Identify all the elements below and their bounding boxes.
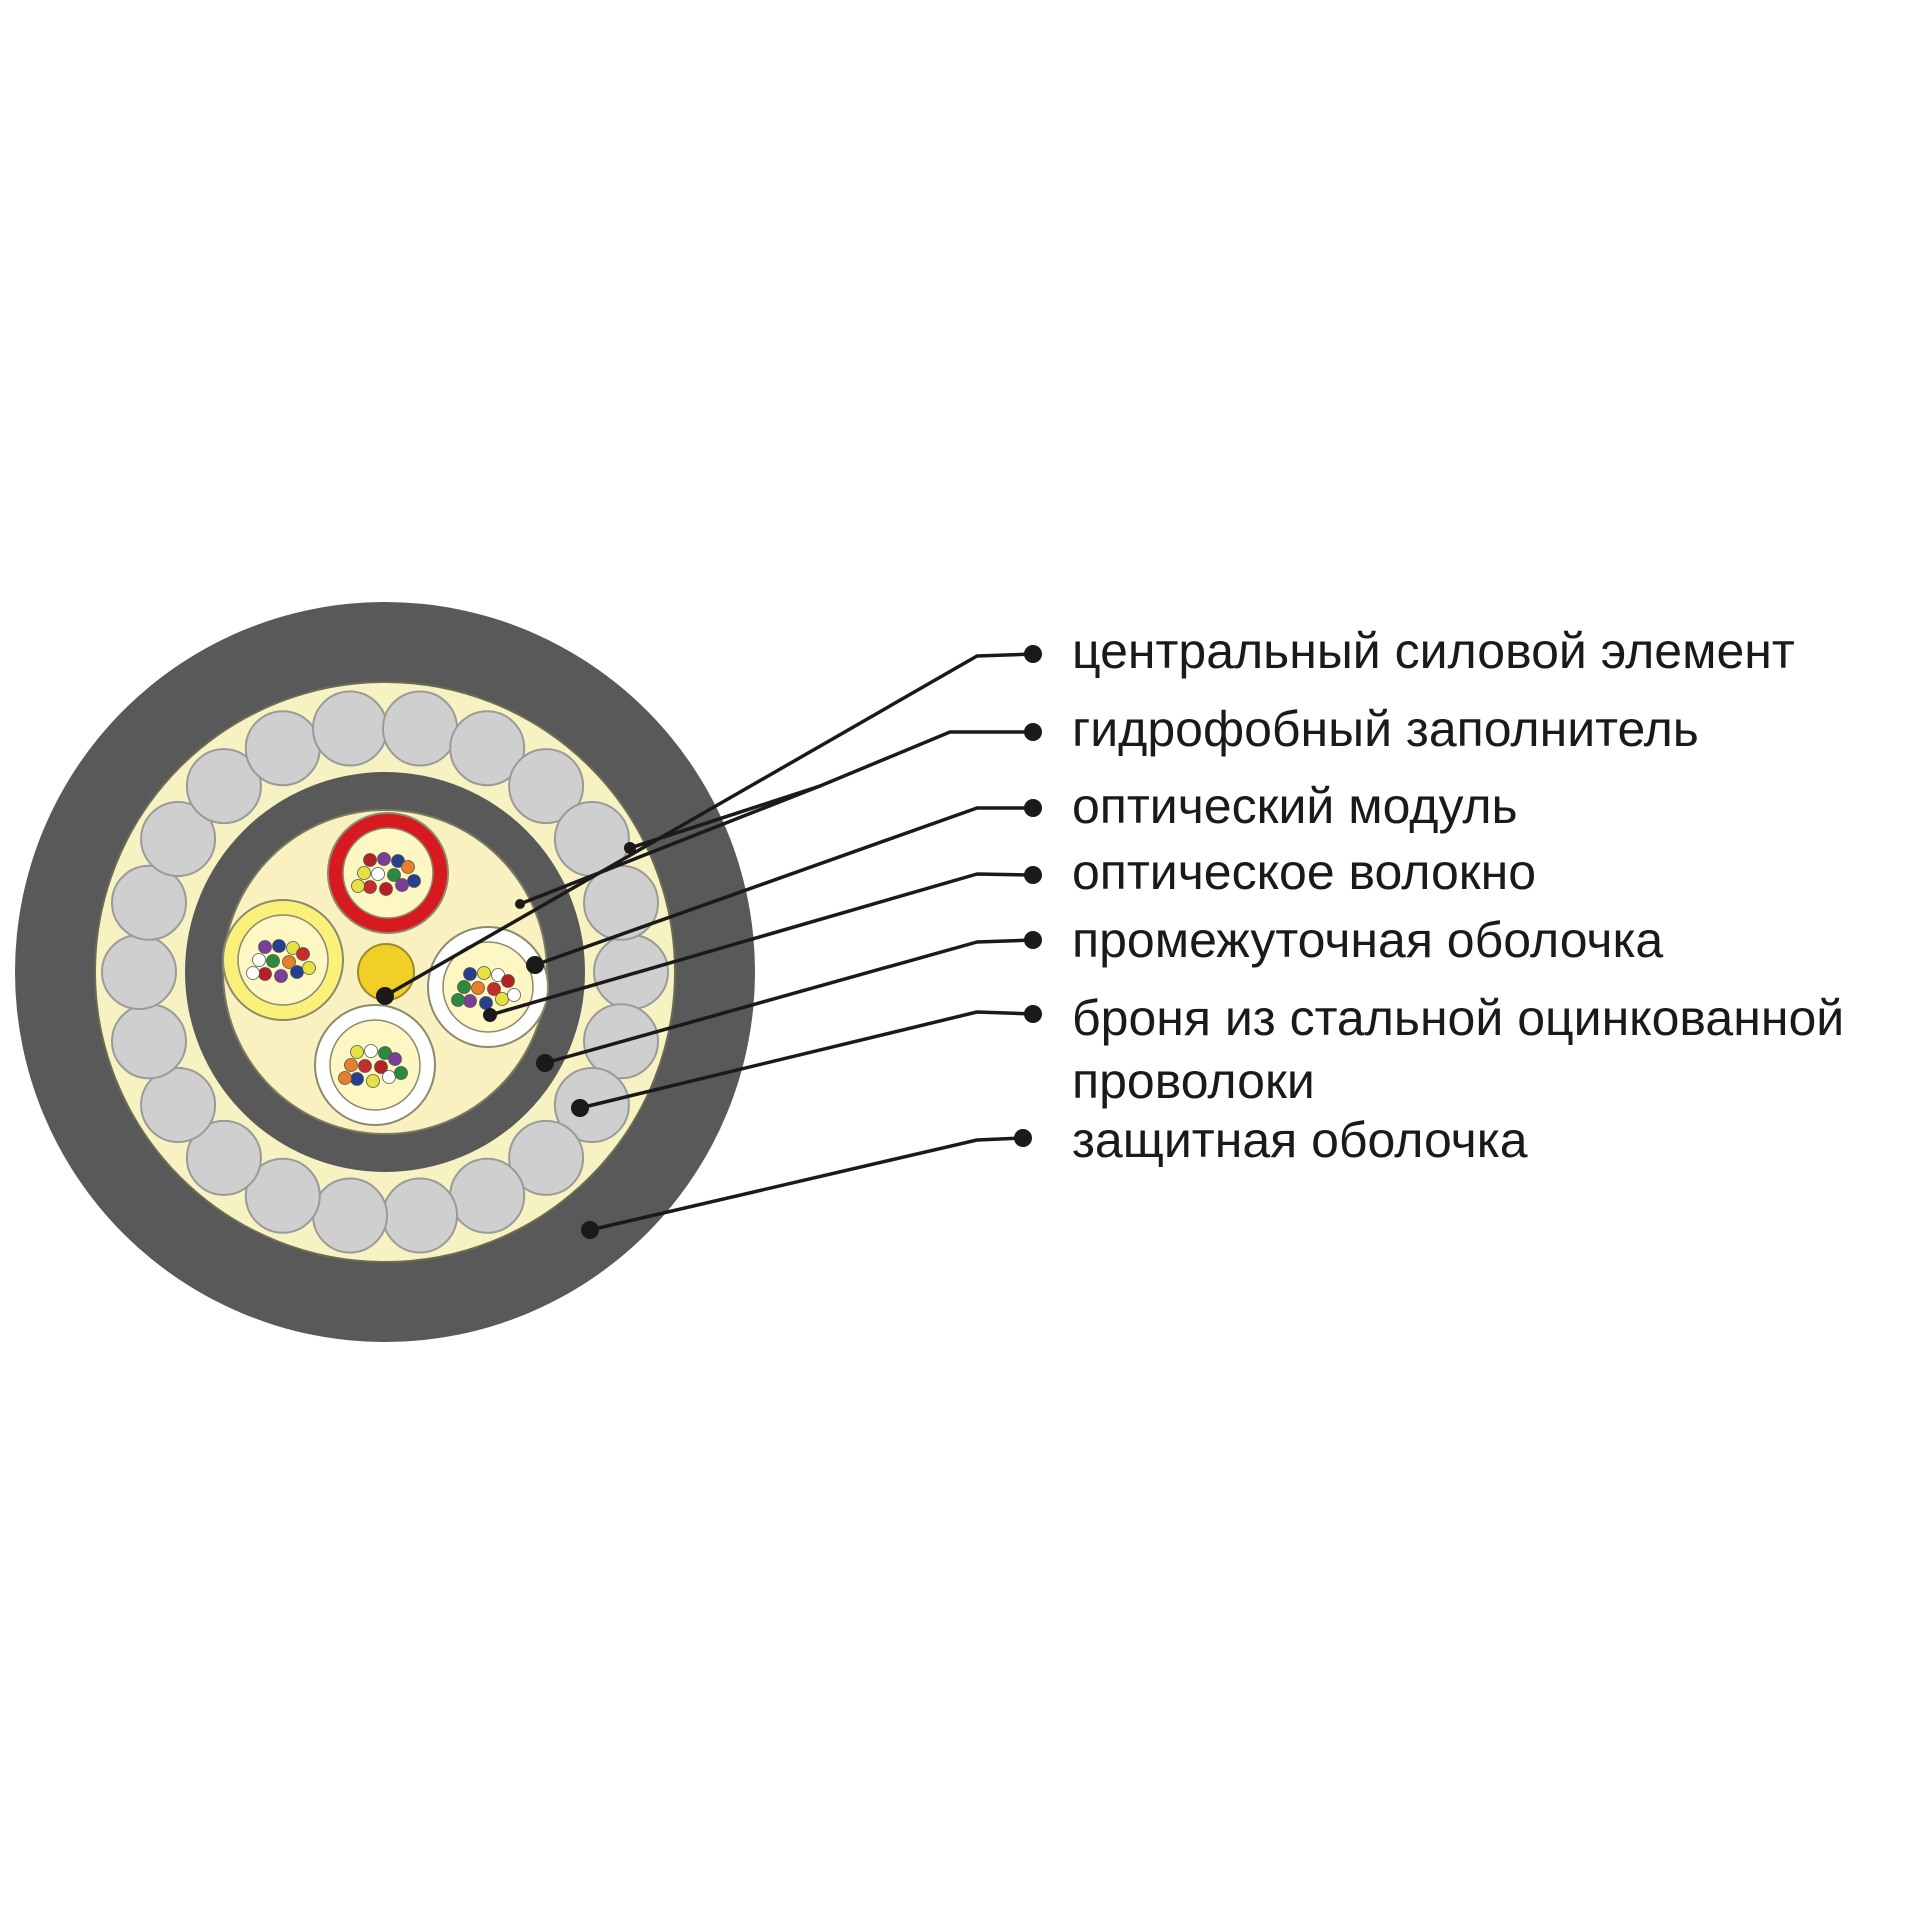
optical-module (427, 926, 549, 1048)
optical-fiber (246, 966, 260, 980)
optical-module (222, 899, 344, 1021)
optical-fiber (290, 965, 304, 979)
optical-fiber (274, 969, 288, 983)
optical-fiber (407, 874, 421, 888)
armor-wire (508, 748, 585, 825)
optical-fiber (471, 981, 485, 995)
optical-fiber (344, 1058, 358, 1072)
leader-line-optical-fiber (488, 872, 1035, 1017)
optical-module (327, 812, 449, 934)
optical-fiber (338, 1071, 352, 1085)
optical-fiber (382, 1070, 396, 1084)
optical-fiber (395, 878, 409, 892)
label-optical-module: оптический модуль (1072, 778, 1518, 834)
optical-fiber (501, 974, 515, 988)
optical-fiber (272, 939, 286, 953)
optical-fiber (350, 1045, 364, 1059)
optical-fiber (302, 961, 316, 975)
optical-fiber (258, 940, 272, 954)
label-protective-sheath: защитная оболочка (1072, 1112, 1528, 1168)
cable-cross-section (15, 602, 755, 1342)
optical-fiber (391, 854, 405, 868)
leader-line-intermediate-sheath (543, 938, 1035, 1065)
optical-fiber (357, 866, 371, 880)
optical-fiber (388, 1052, 402, 1066)
armor-wires (101, 690, 669, 1254)
armor-wire (312, 1177, 388, 1254)
optical-fiber (479, 996, 493, 1010)
optical-fiber (491, 968, 505, 982)
optical-fiber (394, 1066, 408, 1080)
optical-fiber (487, 982, 501, 996)
armor-wire (140, 801, 217, 877)
optical-fiber (252, 953, 266, 967)
optical-fiber (350, 1072, 364, 1086)
leader-line-optical-module (533, 806, 1035, 967)
optical-fiber (366, 1074, 380, 1088)
armor-wire (185, 1119, 262, 1196)
optical-fiber (351, 879, 365, 893)
leader-line-protective-sheath (588, 1136, 1025, 1232)
armor-wire (449, 710, 526, 787)
armor-wire (449, 1157, 526, 1234)
leader-line-steel-wire-armor (578, 1010, 1035, 1110)
armor-wire (244, 710, 321, 787)
leader-line-hydrophobic-filler-a (628, 730, 1035, 850)
labels: центральный силовой элемент гидрофобный … (1072, 623, 1844, 1168)
armor-wire (101, 934, 177, 1010)
optical-fiber (507, 988, 521, 1002)
leader-dots (376, 645, 1042, 1239)
label-intermediate-sheath: промежуточная оболочка (1072, 912, 1663, 968)
optical-fiber (378, 1046, 392, 1060)
label-central-strength-member: центральный силовой элемент (1072, 623, 1795, 679)
optical-fiber (282, 955, 296, 969)
optical-fiber (296, 947, 310, 961)
label-hydrophobic-filler: гидрофобный заполнитель (1072, 701, 1699, 757)
label-steel-wire-armor: броня из стальной оцинкованной (1072, 990, 1844, 1046)
optical-fiber (258, 967, 272, 981)
optical-fiber (364, 1044, 378, 1058)
armor-wire (111, 1003, 187, 1080)
optical-fiber (401, 860, 415, 874)
optical-fiber (286, 941, 300, 955)
optical-fiber (387, 868, 401, 882)
armor-wire (382, 690, 458, 767)
optical-fiber (363, 853, 377, 867)
label-optical-fiber: оптическое волокно (1072, 844, 1536, 900)
leader-line-central-strength-member (383, 652, 1035, 998)
label-steel-wire-armor-line2: проволоки (1072, 1053, 1315, 1109)
optical-fiber (363, 880, 377, 894)
optical-fiber (374, 1060, 388, 1074)
armor-wire (312, 690, 388, 767)
leader-line-hydrophobic-filler-b (518, 784, 822, 906)
optical-modules (222, 812, 549, 1126)
optical-fiber (358, 1059, 372, 1073)
optical-fiber (477, 966, 491, 980)
armor-wire (382, 1177, 458, 1254)
optical-module (314, 1004, 436, 1126)
armor-wire (185, 748, 262, 825)
optical-fiber (379, 882, 393, 896)
optical-fiber (463, 994, 477, 1008)
armor-wire (244, 1157, 321, 1234)
armor-wire (111, 864, 187, 941)
optical-fiber (495, 992, 509, 1006)
leader-lines (383, 652, 1035, 1232)
optical-fiber (371, 867, 385, 881)
optical-fiber (377, 852, 391, 866)
armor-wire (508, 1119, 585, 1196)
armor-wire (140, 1067, 217, 1143)
optical-fiber (463, 967, 477, 981)
optical-fiber (266, 954, 280, 968)
optical-fiber (451, 993, 465, 1007)
optical-fiber (457, 980, 471, 994)
armor-wire (593, 934, 669, 1010)
